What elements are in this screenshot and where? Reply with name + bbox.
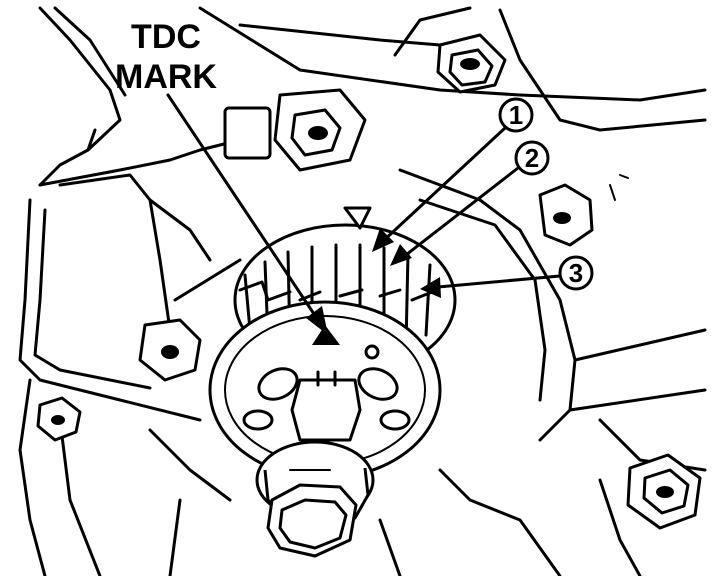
callout-1: 1 [498,97,534,133]
callout-3: 3 [558,255,594,291]
cover-timing-notch [343,206,372,230]
callout-arrow-3 [420,274,562,298]
callout-1-number: 1 [509,100,523,130]
callout-2-number: 2 [525,143,539,173]
bolt-top [436,33,507,94]
bolt-left [138,318,202,382]
crankshaft-sprocket [208,206,457,480]
bolt-upper-center [223,88,367,172]
tdc-arrow [166,93,328,335]
tdc-label-line1: TDC [131,18,201,56]
tdc-label-line2: MARK [115,58,217,96]
callout-2: 2 [514,140,550,176]
tdc-mark-triangle [312,325,340,345]
bolt-right [538,183,594,247]
bolt-lower-right [626,453,702,530]
callout-arrow-1 [372,126,507,252]
bolt-lower-left [36,396,82,442]
callout-3-number: 3 [569,258,583,288]
crankshaft-bolt [255,440,375,558]
callout-arrow-2 [390,166,520,266]
engine-block-outline [18,6,707,576]
